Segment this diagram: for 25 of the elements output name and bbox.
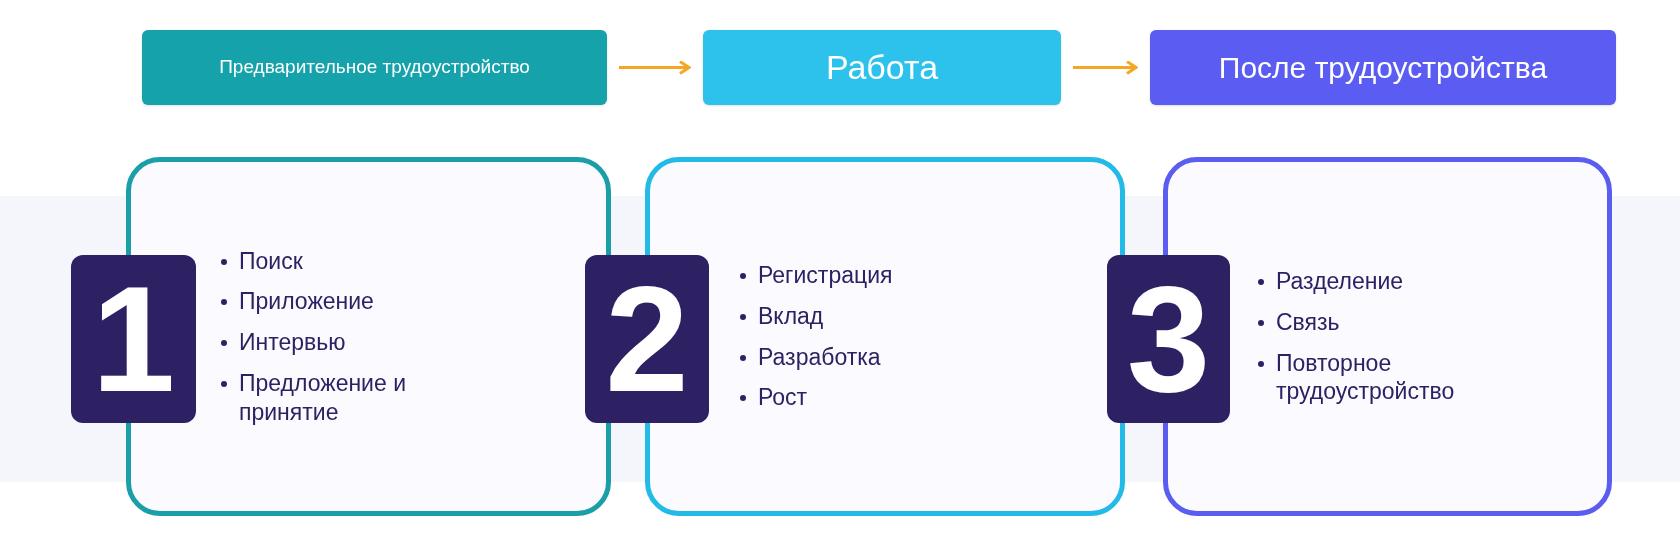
step-number: 3 <box>1126 264 1211 414</box>
list-item: Интервью <box>239 328 346 357</box>
number-block <box>71 255 196 423</box>
number-block <box>1107 255 1230 423</box>
list-item: Поиск <box>239 246 303 276</box>
step-number: 1 <box>91 264 176 414</box>
stage-box <box>142 30 607 105</box>
stage-title: Работа <box>825 47 939 88</box>
stage-title: После трудоустройства <box>1218 50 1548 86</box>
step-number: 2 <box>605 264 689 414</box>
list-item: Регистрация <box>758 261 893 290</box>
list-item: Связь <box>1276 307 1340 337</box>
list-item: Рост <box>758 383 808 412</box>
list-item: Вклад <box>758 301 824 331</box>
number-block <box>585 255 709 423</box>
list-item: Предложение и принятие <box>239 368 407 427</box>
list-item: Разработка <box>758 342 881 372</box>
list-item: Разделение <box>1276 267 1404 296</box>
stage-title: Предварительное трудоустройство <box>219 55 530 80</box>
list-item: Повторное трудоустройство <box>1276 348 1456 406</box>
list-item: Приложение <box>239 287 374 317</box>
stage-box <box>1150 30 1616 105</box>
stage-box <box>703 30 1061 105</box>
arrow <box>619 60 691 75</box>
arrow <box>1073 60 1138 75</box>
